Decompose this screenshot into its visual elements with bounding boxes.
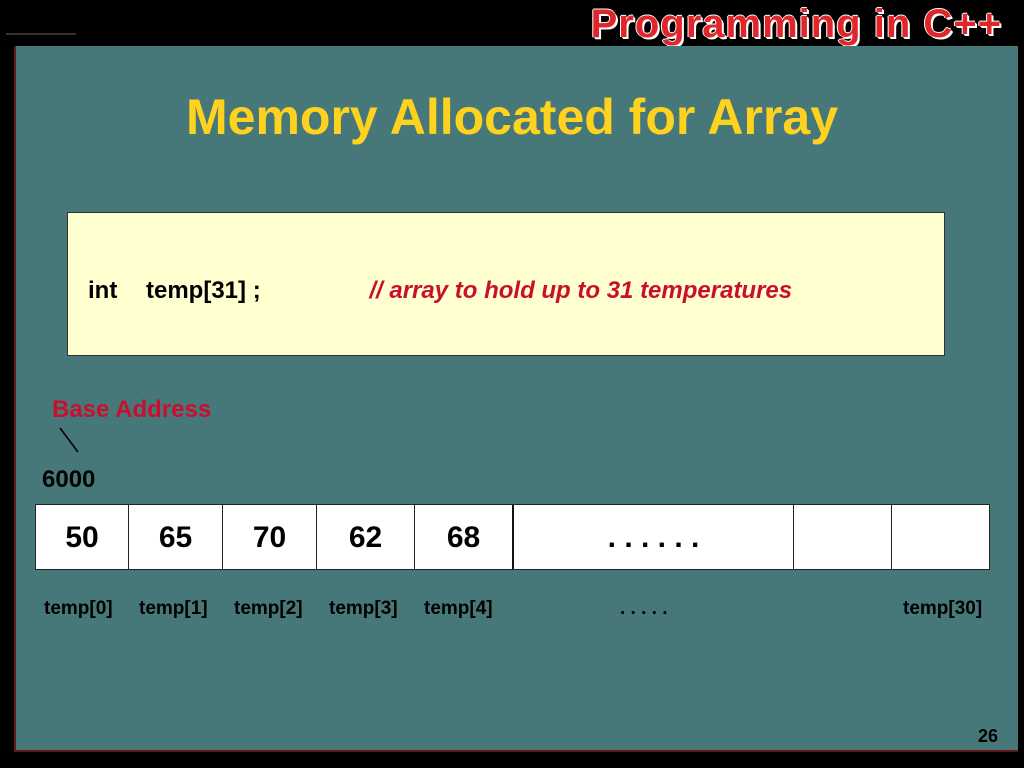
array-memory-row: 50 65 70 62 68 . . . . . . <box>35 504 990 570</box>
array-cell: 65 <box>129 505 223 569</box>
index-label: temp[0] <box>44 598 113 619</box>
array-cell: 68 <box>415 505 514 569</box>
index-label: temp[2] <box>234 598 303 619</box>
code-comment: // array to hold up to 31 temperatures <box>369 277 793 304</box>
base-address-label: Base Address <box>52 396 212 423</box>
array-cell: 70 <box>223 505 317 569</box>
slide-title: Memory Allocated for Array <box>185 89 839 145</box>
index-label: temp[4] <box>424 598 493 619</box>
index-label: temp[3] <box>329 598 398 619</box>
page-number: 26 <box>977 726 998 746</box>
index-label-last: temp[30] <box>903 598 983 619</box>
code-keyword: int <box>88 277 118 304</box>
code-declaration: temp[31] ; <box>146 277 261 304</box>
pointer-line-icon <box>59 427 79 453</box>
array-cell-ellipsis: . . . . . . <box>514 505 794 569</box>
corner-mark <box>6 33 76 43</box>
header-title: Programming in C++ <box>590 2 1002 46</box>
array-cell <box>892 505 989 569</box>
array-cell <box>794 505 892 569</box>
index-ellipsis: . . . . . <box>620 598 668 619</box>
code-line: int temp[31] ; // array to hold up to 31… <box>88 277 792 305</box>
content-panel <box>14 46 1018 752</box>
array-cell: 62 <box>317 505 415 569</box>
array-cell: 50 <box>36 505 129 569</box>
index-label: temp[1] <box>139 598 208 619</box>
code-box: int temp[31] ; // array to hold up to 31… <box>67 212 945 356</box>
base-address-value: 6000 <box>42 466 96 493</box>
